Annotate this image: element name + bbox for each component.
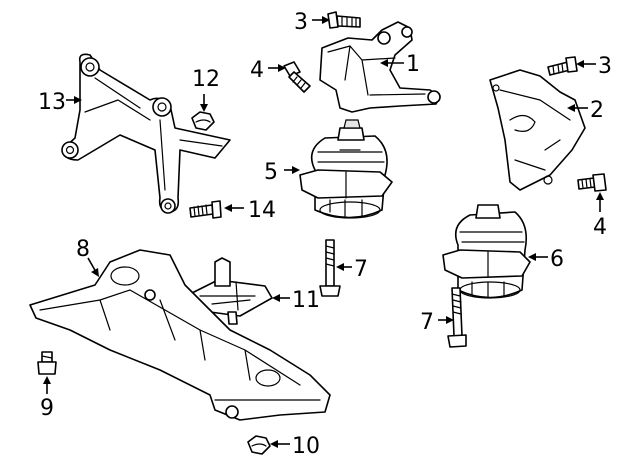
part-3-bolt-right — [547, 56, 578, 76]
callout-13: 13 — [38, 90, 66, 115]
part-2-right-bracket — [489, 69, 586, 191]
part-9-bolt — [37, 351, 57, 375]
part-5-engine-mount — [299, 119, 393, 219]
part-4-bolt-right — [577, 173, 607, 192]
part-11-transmission-mount — [189, 257, 273, 325]
part-6-engine-mount — [442, 204, 531, 299]
part-13-engine-bracket — [61, 53, 231, 214]
part-12-nut — [191, 111, 215, 131]
callout-3-top: 3 — [294, 10, 308, 35]
callout-4-top: 4 — [250, 58, 264, 83]
part-7-bolt-middle — [319, 239, 341, 297]
part-8-crossmember — [29, 249, 331, 421]
part-1-upper-bracket — [319, 21, 441, 113]
callout-14: 14 — [248, 198, 276, 223]
callout-7-right: 7 — [420, 310, 434, 335]
part-3-bolt-top — [327, 11, 361, 29]
callout-leaders — [43, 16, 604, 448]
callout-labels: 1 2 3 3 4 4 5 6 7 7 8 9 10 11 12 13 14 — [38, 10, 612, 459]
callout-3-right: 3 — [598, 54, 612, 79]
callout-8: 8 — [76, 237, 90, 262]
callout-10: 10 — [292, 434, 320, 459]
callout-1: 1 — [406, 52, 420, 77]
part-4-bolt-top — [283, 61, 311, 93]
callout-6: 6 — [550, 247, 564, 272]
part-14-bolt — [189, 200, 222, 219]
callout-9: 9 — [40, 396, 54, 421]
callout-11: 11 — [292, 288, 320, 313]
callout-4-right: 4 — [593, 215, 607, 240]
part-10-nut — [247, 435, 271, 455]
callout-5: 5 — [264, 160, 278, 185]
part-7-bolt-right — [447, 287, 467, 348]
callout-2: 2 — [590, 98, 604, 123]
callout-12: 12 — [192, 67, 220, 92]
callout-7-middle: 7 — [354, 257, 368, 282]
